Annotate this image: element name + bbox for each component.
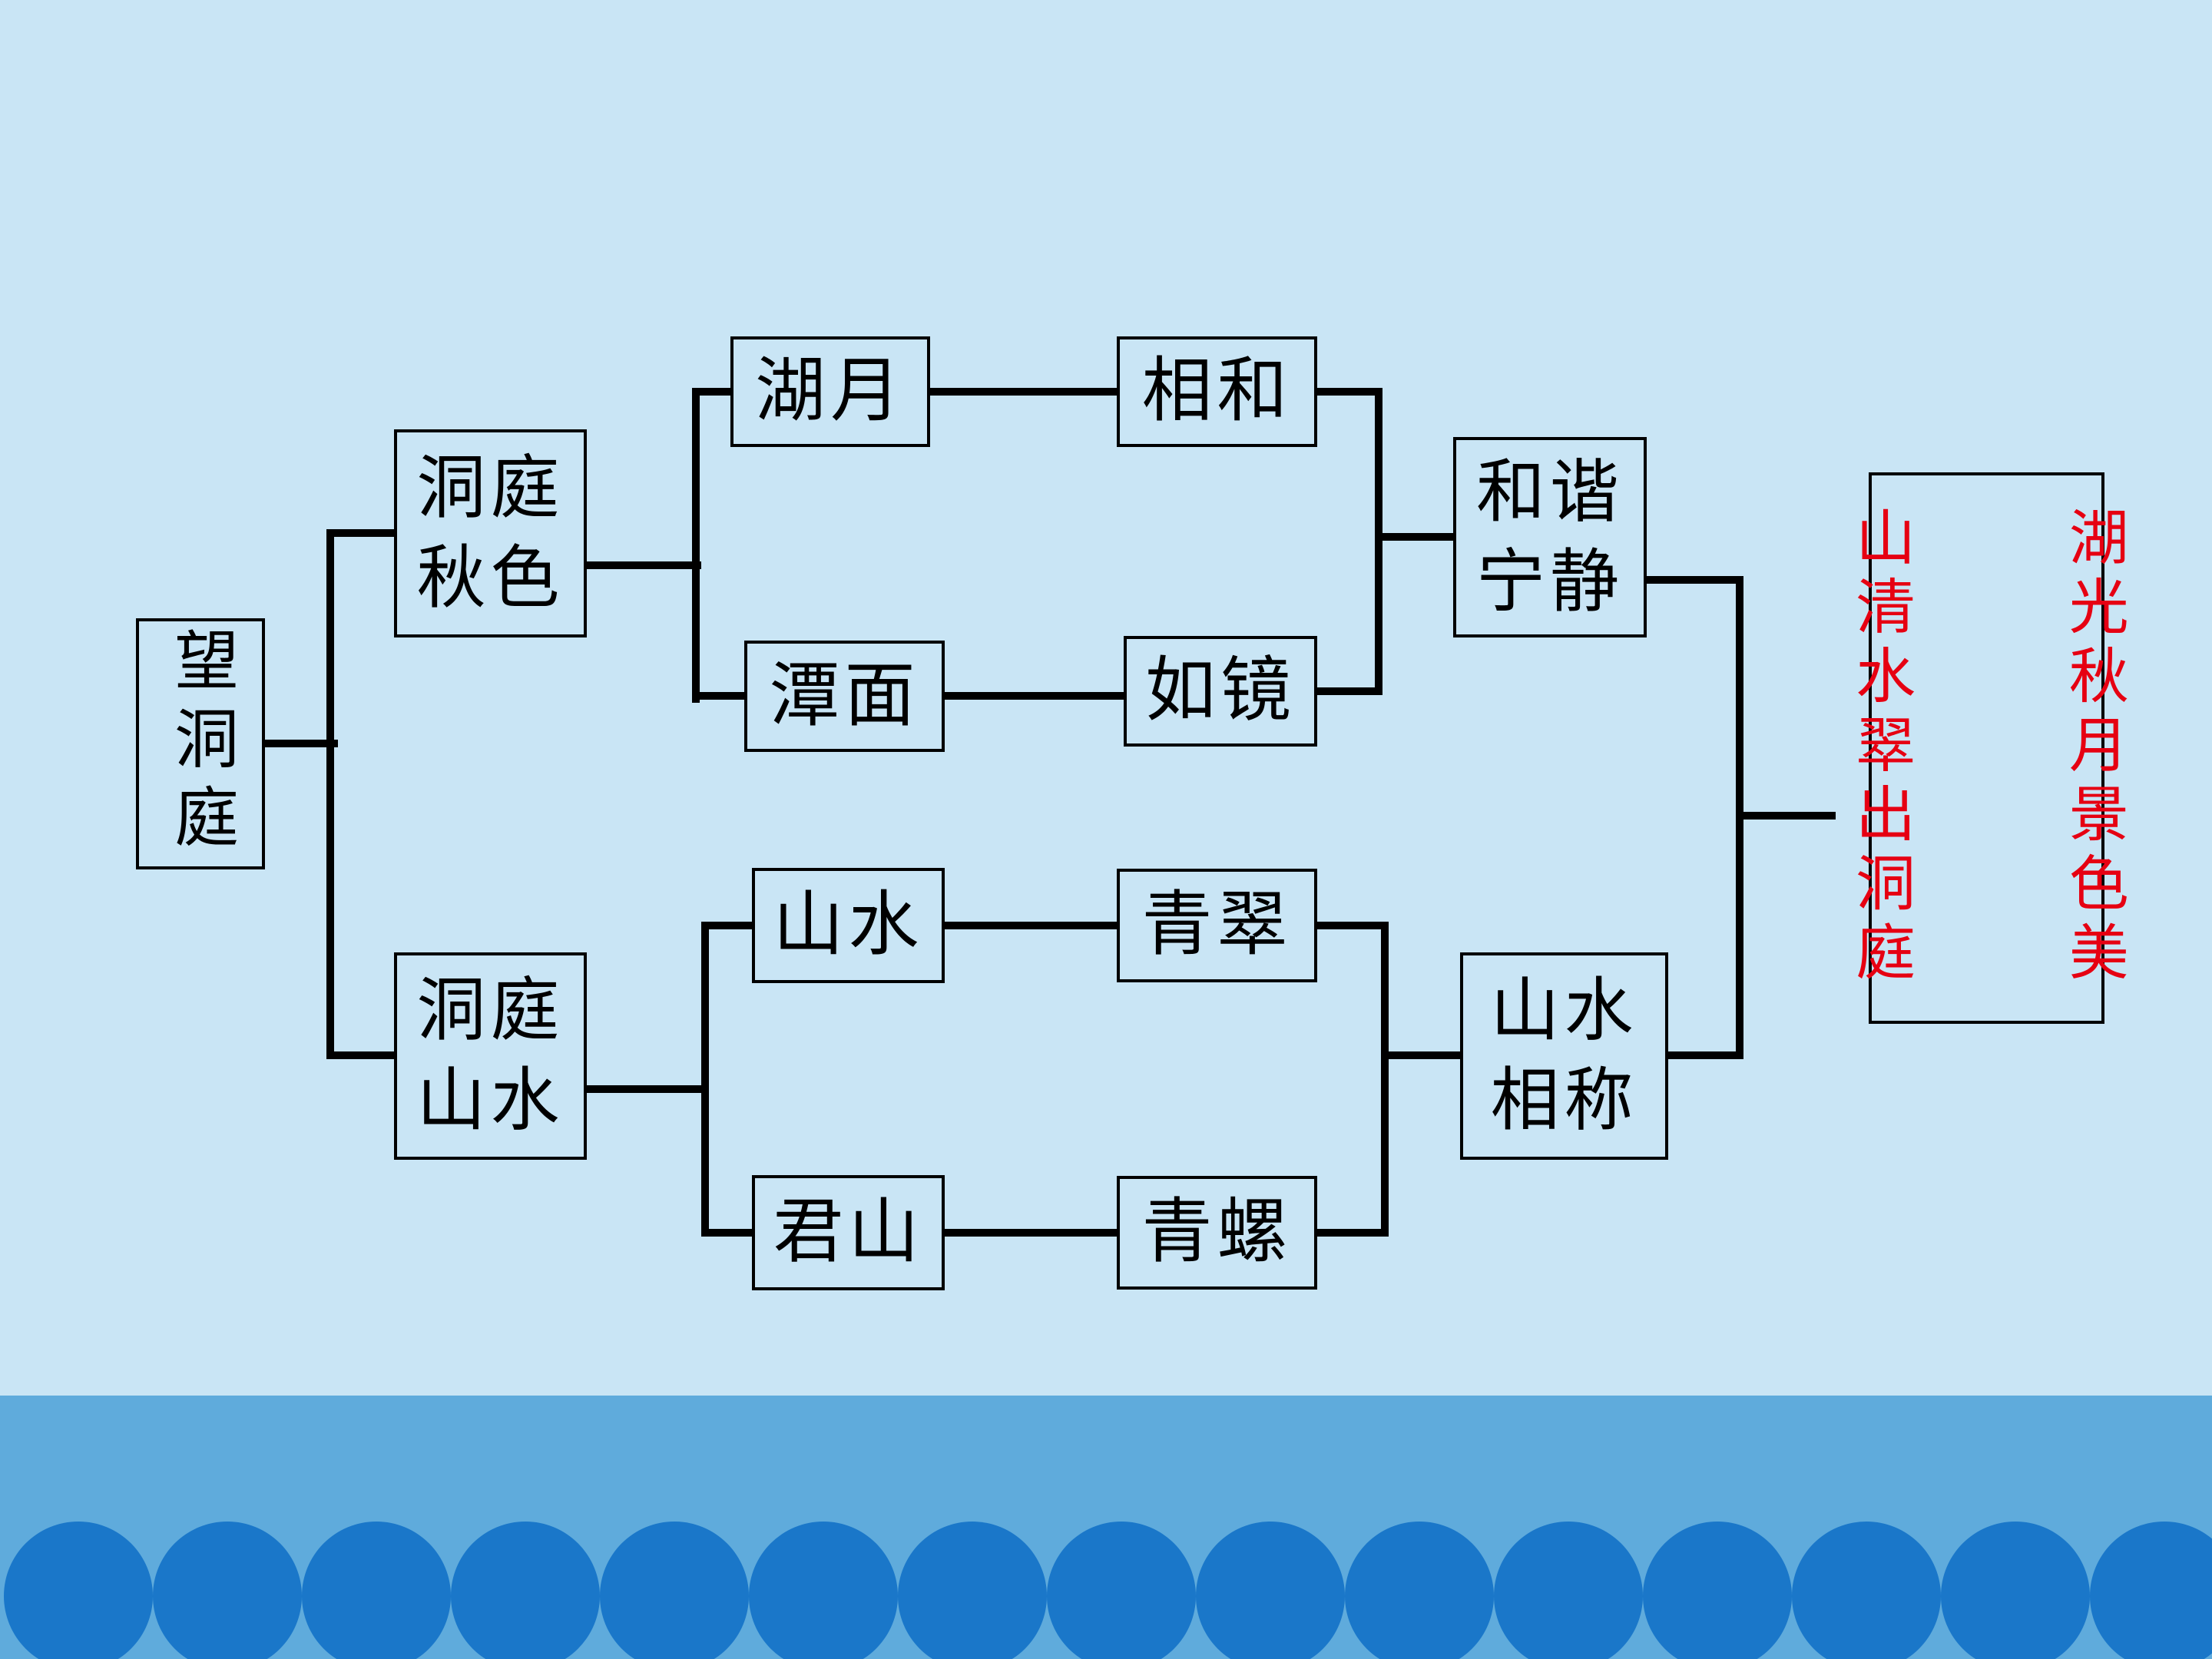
node-mountain-water: 洞庭 山水 — [394, 952, 587, 1160]
node-pool-surface-label: 潭面 — [769, 656, 920, 735]
node-lake-moon: 湖月 — [730, 336, 930, 447]
connector-to-autumn — [326, 529, 397, 537]
node-landscape: 山水 — [752, 868, 945, 983]
connector-verdant-stub — [1315, 922, 1389, 929]
node-pool-surface: 潭面 — [744, 641, 945, 752]
connector-mountain-vertical — [701, 922, 709, 1237]
connector-to-conclusion — [1736, 812, 1836, 820]
connector-blending-stub — [1315, 388, 1382, 396]
connector-root-stub — [265, 740, 338, 747]
node-mountain-water-label: 洞庭 山水 — [416, 973, 565, 1139]
node-conclusion: 湖光秋月景色美 山清水翠出洞庭 — [1847, 472, 2128, 1024]
node-autumn-scene-label: 洞庭 秋色 — [416, 450, 565, 617]
connector-junshan-snail — [942, 1229, 1120, 1237]
connector-to-mountain — [326, 1051, 397, 1059]
node-harmony: 和谐 宁静 — [1453, 437, 1647, 637]
node-blending-label: 相和 — [1141, 352, 1293, 431]
connector-match-vertical — [1381, 922, 1389, 1237]
conclusion-column-left: 山清水翠出洞庭 — [1847, 506, 1915, 990]
node-like-mirror: 如镜 — [1124, 636, 1317, 747]
node-like-mirror-label: 如镜 — [1144, 651, 1296, 730]
connector-to-pool-surface — [692, 692, 747, 700]
node-scenery-match-label: 山水 相称 — [1490, 973, 1638, 1139]
node-autumn-scene: 洞庭 秋色 — [394, 429, 587, 637]
connector-root-vertical — [326, 529, 334, 1059]
node-harmony-label: 和谐 宁静 — [1476, 454, 1624, 621]
connector-match-out — [1667, 1051, 1743, 1059]
node-verdant: 青翠 — [1117, 869, 1317, 982]
node-jun-mountain: 君山 — [752, 1175, 945, 1290]
node-root: 望洞庭 — [136, 618, 265, 869]
connector-to-lake-moon — [692, 388, 733, 396]
connector-to-harmony — [1375, 533, 1453, 541]
node-green-snail-label: 青螺 — [1141, 1193, 1293, 1272]
conclusion-text: 湖光秋月景色美 山清水翠出洞庭 — [1720, 506, 2212, 990]
node-landscape-label: 山水 — [773, 886, 924, 965]
node-lake-moon-label: 湖月 — [754, 352, 906, 431]
connector-lakemoon-blending — [928, 388, 1120, 396]
conclusion-column-right: 湖光秋月景色美 — [2060, 506, 2128, 990]
wave-decoration — [0, 1396, 2212, 1659]
connector-snail-stub — [1315, 1229, 1389, 1237]
node-green-snail: 青螺 — [1117, 1176, 1317, 1290]
connector-landscape-verdant — [942, 922, 1120, 929]
connector-mirror-stub — [1315, 687, 1382, 695]
connector-mountain-stub — [586, 1085, 709, 1093]
node-scenery-match: 山水 相称 — [1460, 952, 1668, 1160]
node-verdant-label: 青翠 — [1141, 886, 1293, 965]
connector-to-junshan — [701, 1229, 755, 1237]
connector-harmony-vertical — [1375, 388, 1382, 695]
connector-autumn-stub — [586, 561, 701, 569]
connector-harmony-out — [1645, 576, 1743, 584]
node-jun-mountain-label: 君山 — [773, 1193, 924, 1272]
connector-pool-mirror — [942, 692, 1126, 700]
node-root-label: 望洞庭 — [164, 626, 237, 862]
connector-to-match — [1381, 1051, 1461, 1059]
connector-autumn-vertical — [692, 388, 700, 703]
connector-to-landscape — [701, 922, 755, 929]
node-blending: 相和 — [1117, 336, 1317, 447]
